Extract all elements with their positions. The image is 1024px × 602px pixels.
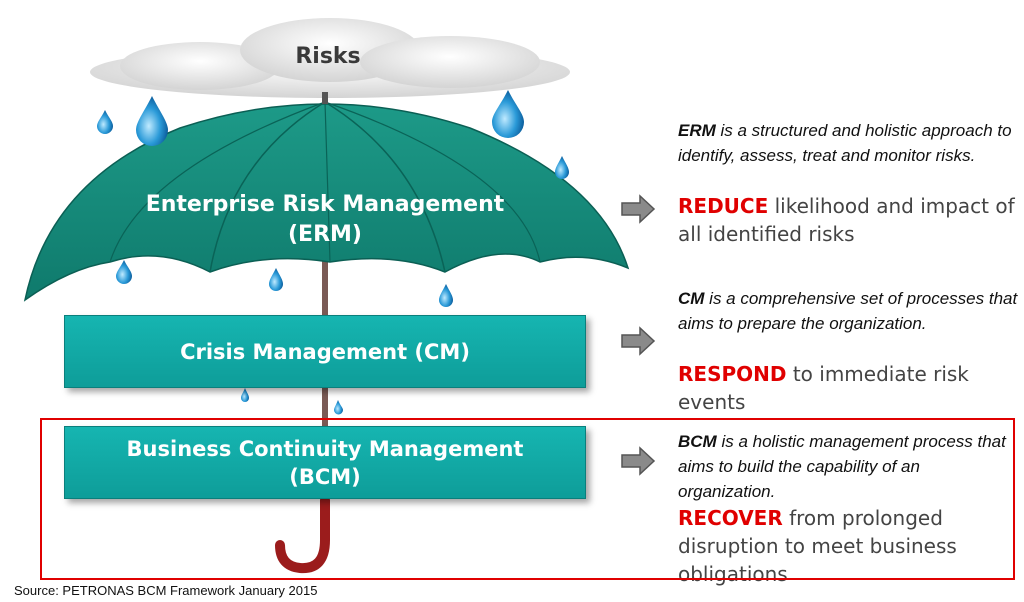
bcm-description: BCM is a holistic management process tha… [678,429,1018,504]
erm-title-line2: (ERM) [288,222,362,247]
cm-keyword: RESPOND [678,362,787,386]
cm-action: RESPOND to immediate risk events [678,360,1018,416]
umbrella-shaft [322,100,328,520]
erm-keyword: REDUCE [678,194,769,218]
arrow-right-icon [621,326,656,356]
source-caption: Source: PETRONAS BCM Framework January 2… [14,583,318,598]
bcm-desc-text: is a holistic management process that ai… [678,432,1006,501]
raindrop-icons [97,90,569,415]
cm-description: CM is a comprehensive set of processes t… [678,286,1018,336]
cm-bar: Crisis Management (CM) [64,315,586,388]
arrow-right-icon [621,446,656,476]
erm-title: Enterprise Risk Management (ERM) [100,190,550,250]
erm-description: ERM is a structured and holistic approac… [678,118,1018,168]
cm-abbr: CM [678,289,705,308]
bcm-abbr: BCM [678,432,717,451]
bcm-bar: Business Continuity Management (BCM) [64,426,586,499]
umbrella-canopy [23,92,630,302]
erm-abbr: ERM [678,121,716,140]
cloud-shape [90,18,570,98]
cm-action-text: to immediate risk events [678,362,969,414]
bcm-keyword: RECOVER [678,506,783,530]
erm-title-line1: Enterprise Risk Management [145,192,505,217]
bcm-action: RECOVER from prolonged disruption to mee… [678,504,1018,588]
erm-action: REDUCE likelihood and impact of all iden… [678,192,1018,248]
risks-label: Risks [295,44,361,69]
erm-action-text: likelihood and impact of all identified … [678,194,1015,246]
cm-desc-text: is a comprehensive set of processes that… [678,289,1018,333]
bcm-action-text: from prolonged disruption to meet busine… [678,506,957,586]
bcm-bar-label-line1: Business Continuity Management [126,436,524,461]
bcm-highlight-box [40,418,1015,580]
erm-desc-text: is a structured and holistic approach to… [678,121,1012,165]
bcm-bar-label-line2: (BCM) [289,464,361,489]
arrow-right-icon [621,194,656,224]
cm-bar-label: Crisis Management (CM) [180,339,470,364]
umbrella-handle [275,495,330,574]
